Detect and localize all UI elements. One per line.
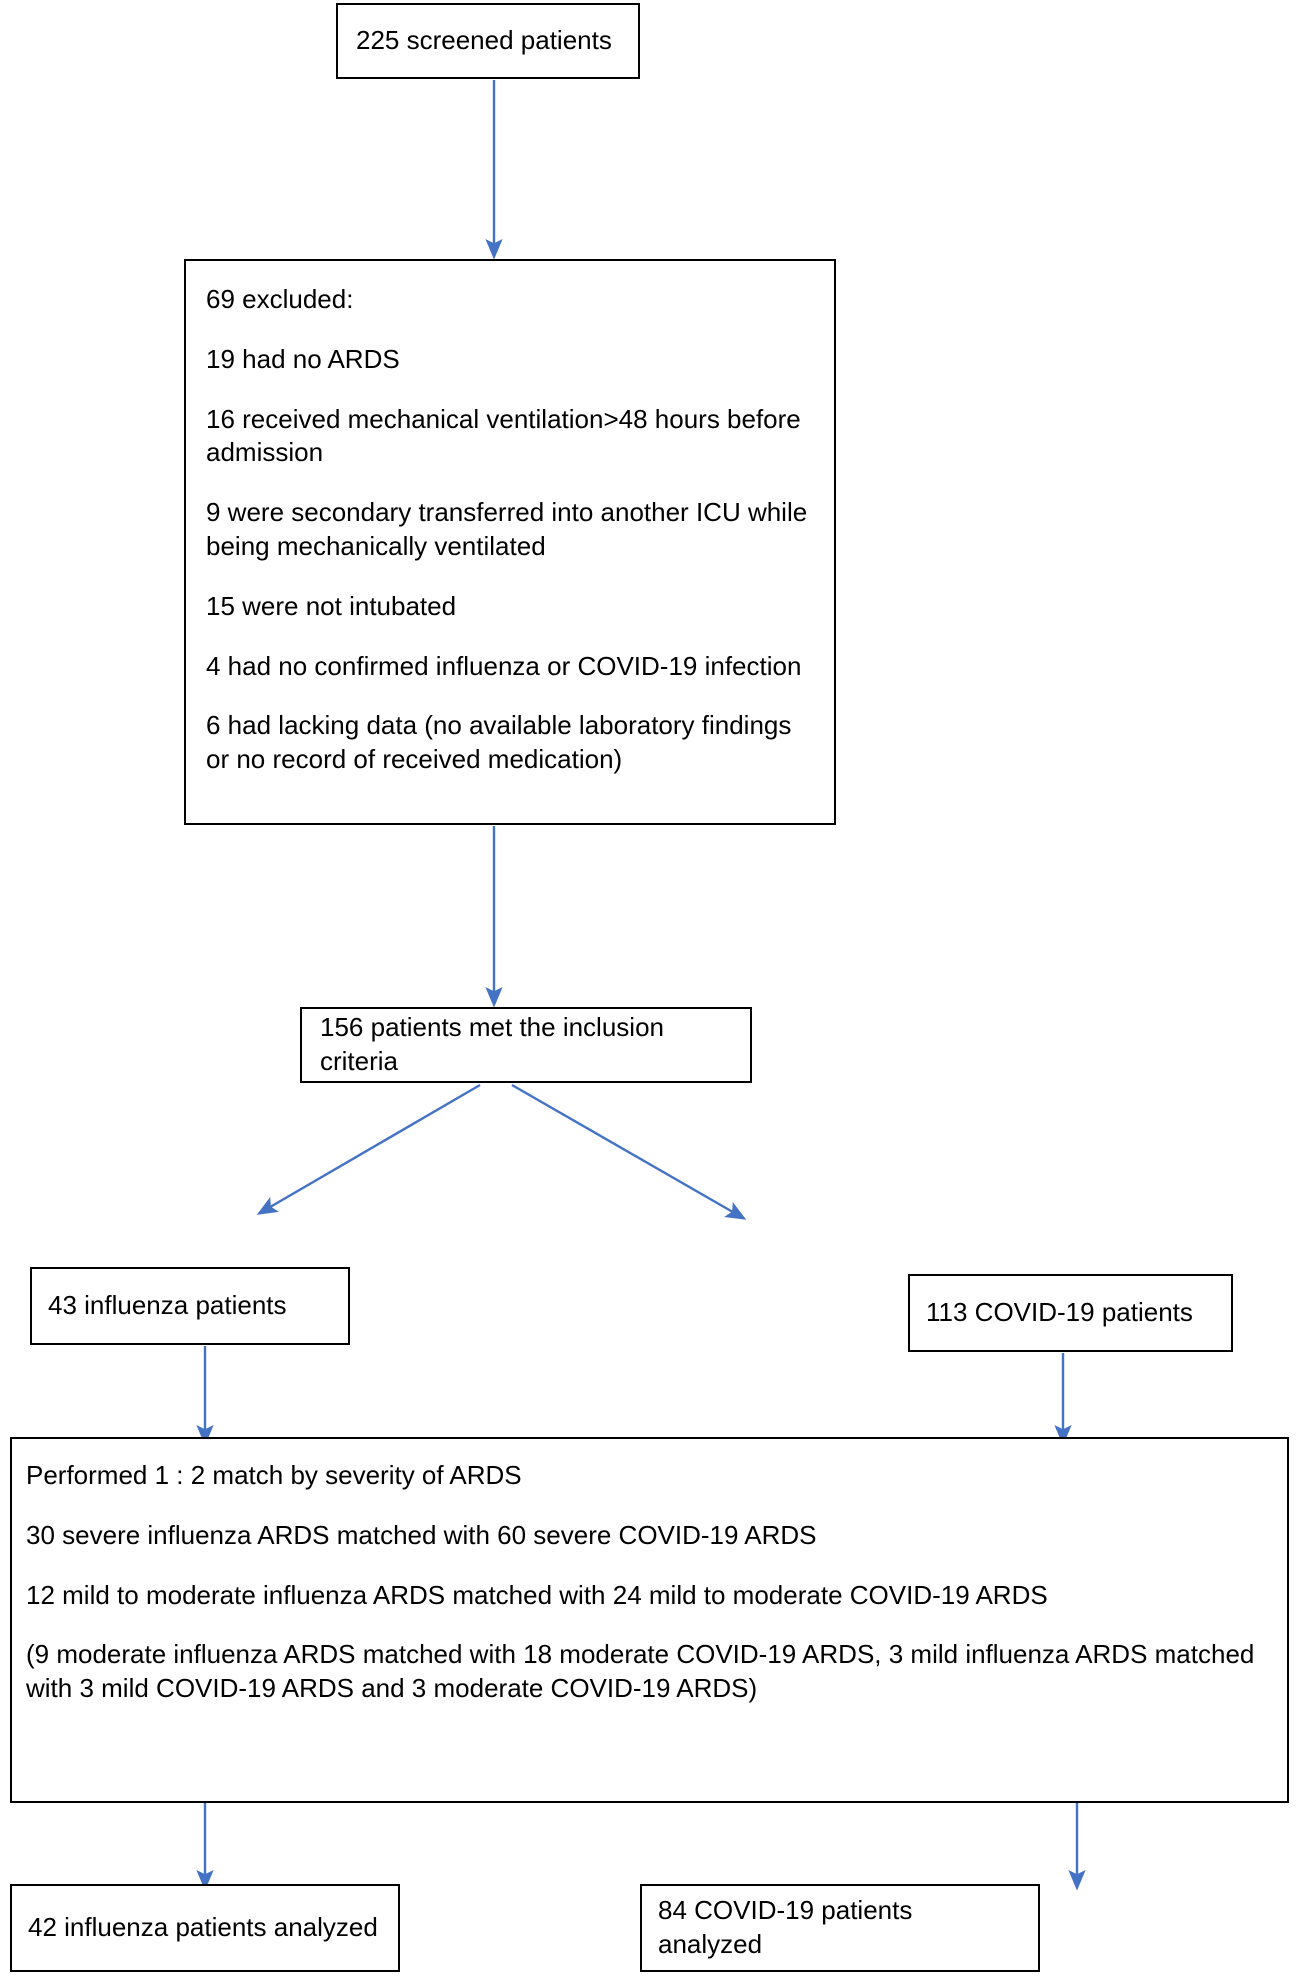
node-excluded-line-7: 6 had lacking data (no available laborat… bbox=[206, 710, 799, 775]
node-inclusion-criteria-line-1: 156 patients met the inclusion criteria bbox=[320, 1012, 672, 1076]
node-influenza-analyzed: 42 influenza patients analyzed bbox=[10, 1884, 400, 1972]
node-influenza-patients: 43 influenza patients bbox=[30, 1267, 350, 1345]
node-excluded-line-6: 4 had no confirmed influenza or COVID-19… bbox=[206, 650, 802, 681]
node-covid-patients: 113 COVID-19 patients bbox=[908, 1274, 1233, 1352]
node-influenza-patients-line-1: 43 influenza patients bbox=[48, 1290, 287, 1321]
node-excluded-line-5: 15 were not intubated bbox=[206, 590, 457, 621]
node-excluded-line-2: 19 had no ARDS bbox=[206, 343, 400, 374]
node-influenza-analyzed-line-1: 42 influenza patients analyzed bbox=[28, 1912, 378, 1943]
arrow-included-to-influenza bbox=[256, 1083, 481, 1215]
node-matching-line-3: 12 mild to moderate influenza ARDS match… bbox=[26, 1579, 1048, 1610]
node-excluded-line-3: 16 received mechanical ventilation>48 ho… bbox=[206, 403, 808, 468]
node-covid-patients-line-1: 113 COVID-19 patients bbox=[926, 1297, 1193, 1328]
node-covid-analyzed: 84 COVID-19 patients analyzed bbox=[640, 1884, 1040, 1972]
node-matching-line-4: (9 moderate influenza ARDS matched with … bbox=[26, 1639, 1262, 1704]
node-screened-patients: 225 screened patients bbox=[336, 3, 640, 79]
node-screened-patients-line-1: 225 screened patients bbox=[356, 25, 612, 56]
node-excluded: 69 excluded: 19 had no ARDS 16 received … bbox=[184, 259, 836, 825]
node-matching-line-2: 30 severe influenza ARDS matched with 60… bbox=[26, 1519, 817, 1550]
node-excluded-line-1: 69 excluded: bbox=[206, 284, 354, 314]
arrow-included-to-covid bbox=[511, 1083, 747, 1220]
node-covid-analyzed-line-1: 84 COVID-19 patients analyzed bbox=[658, 1895, 920, 1959]
node-excluded-line-4: 9 were secondary transferred into anothe… bbox=[206, 497, 815, 561]
node-inclusion-criteria: 156 patients met the inclusion criteria bbox=[300, 1007, 752, 1083]
node-matching: Performed 1 : 2 match by severity of ARD… bbox=[10, 1437, 1289, 1803]
node-matching-line-1: Performed 1 : 2 match by severity of ARD… bbox=[26, 1460, 522, 1490]
